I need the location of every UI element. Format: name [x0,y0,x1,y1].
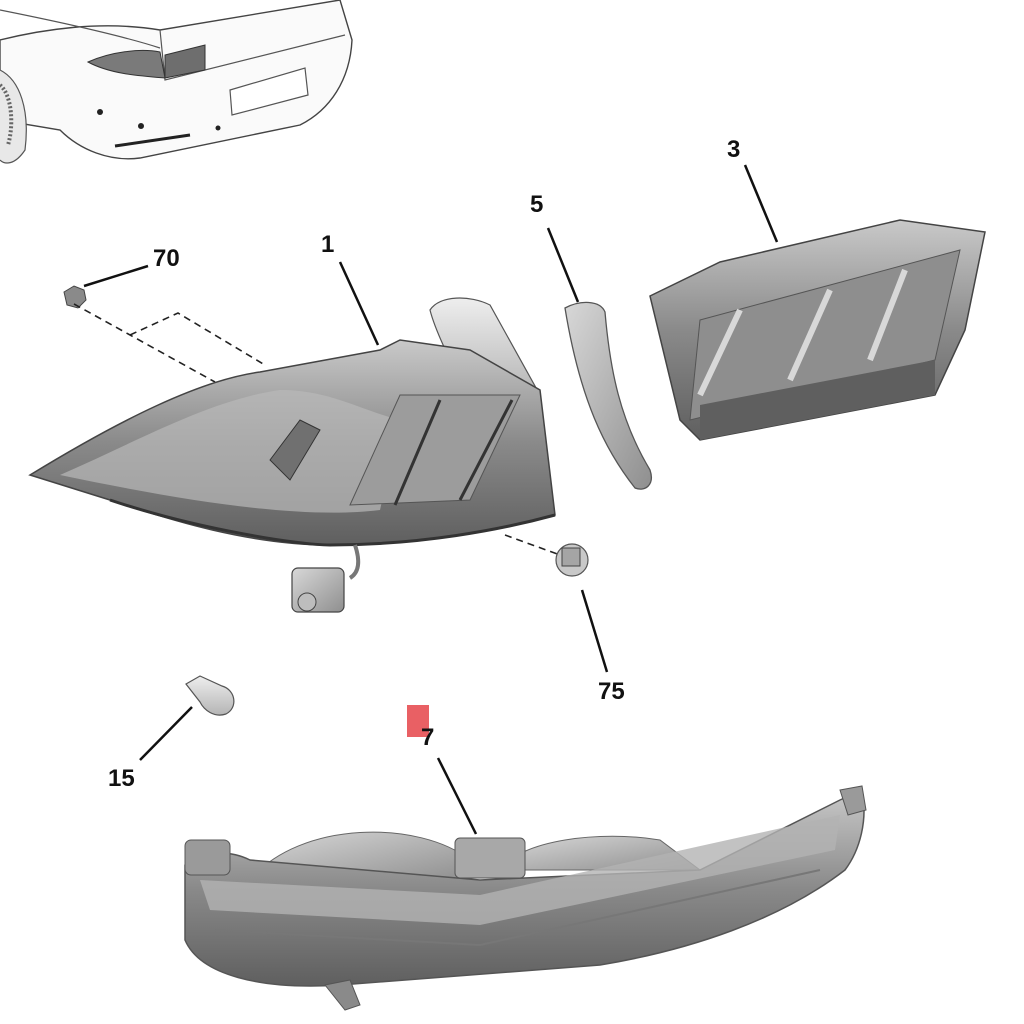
part-5-seal-bracket[interactable] [564,301,652,490]
callout-75[interactable]: 75 [598,678,625,705]
callout-7[interactable]: 7 [421,724,435,751]
callout-1-leader [338,261,380,346]
callout-75-leader [580,589,609,673]
part-connector[interactable] [291,567,345,613]
highlight-marker [407,705,429,737]
callout-5[interactable]: 5 [530,191,544,218]
callout-5-leader [546,227,580,303]
callout-15-leader [139,706,193,761]
callout-1[interactable]: 1 [321,231,335,258]
callout-3-leader [743,164,779,243]
vehicle-reference-sketch [0,0,353,164]
part-15-bulb[interactable] [185,675,235,716]
part-1-rear-lamp-outer[interactable] [28,297,556,580]
callout-3[interactable]: 3 [727,136,741,163]
part-70-nut[interactable] [63,285,87,309]
callout-70-leader [73,264,266,383]
part-3-rear-lamp-inner[interactable] [649,219,986,441]
callout-7-leader [436,757,478,835]
part-7-bumper-lamp[interactable] [184,785,867,1011]
callout-70[interactable]: 70 [153,245,180,272]
callout-15[interactable]: 15 [108,765,135,792]
part-75-clip[interactable] [504,534,589,577]
